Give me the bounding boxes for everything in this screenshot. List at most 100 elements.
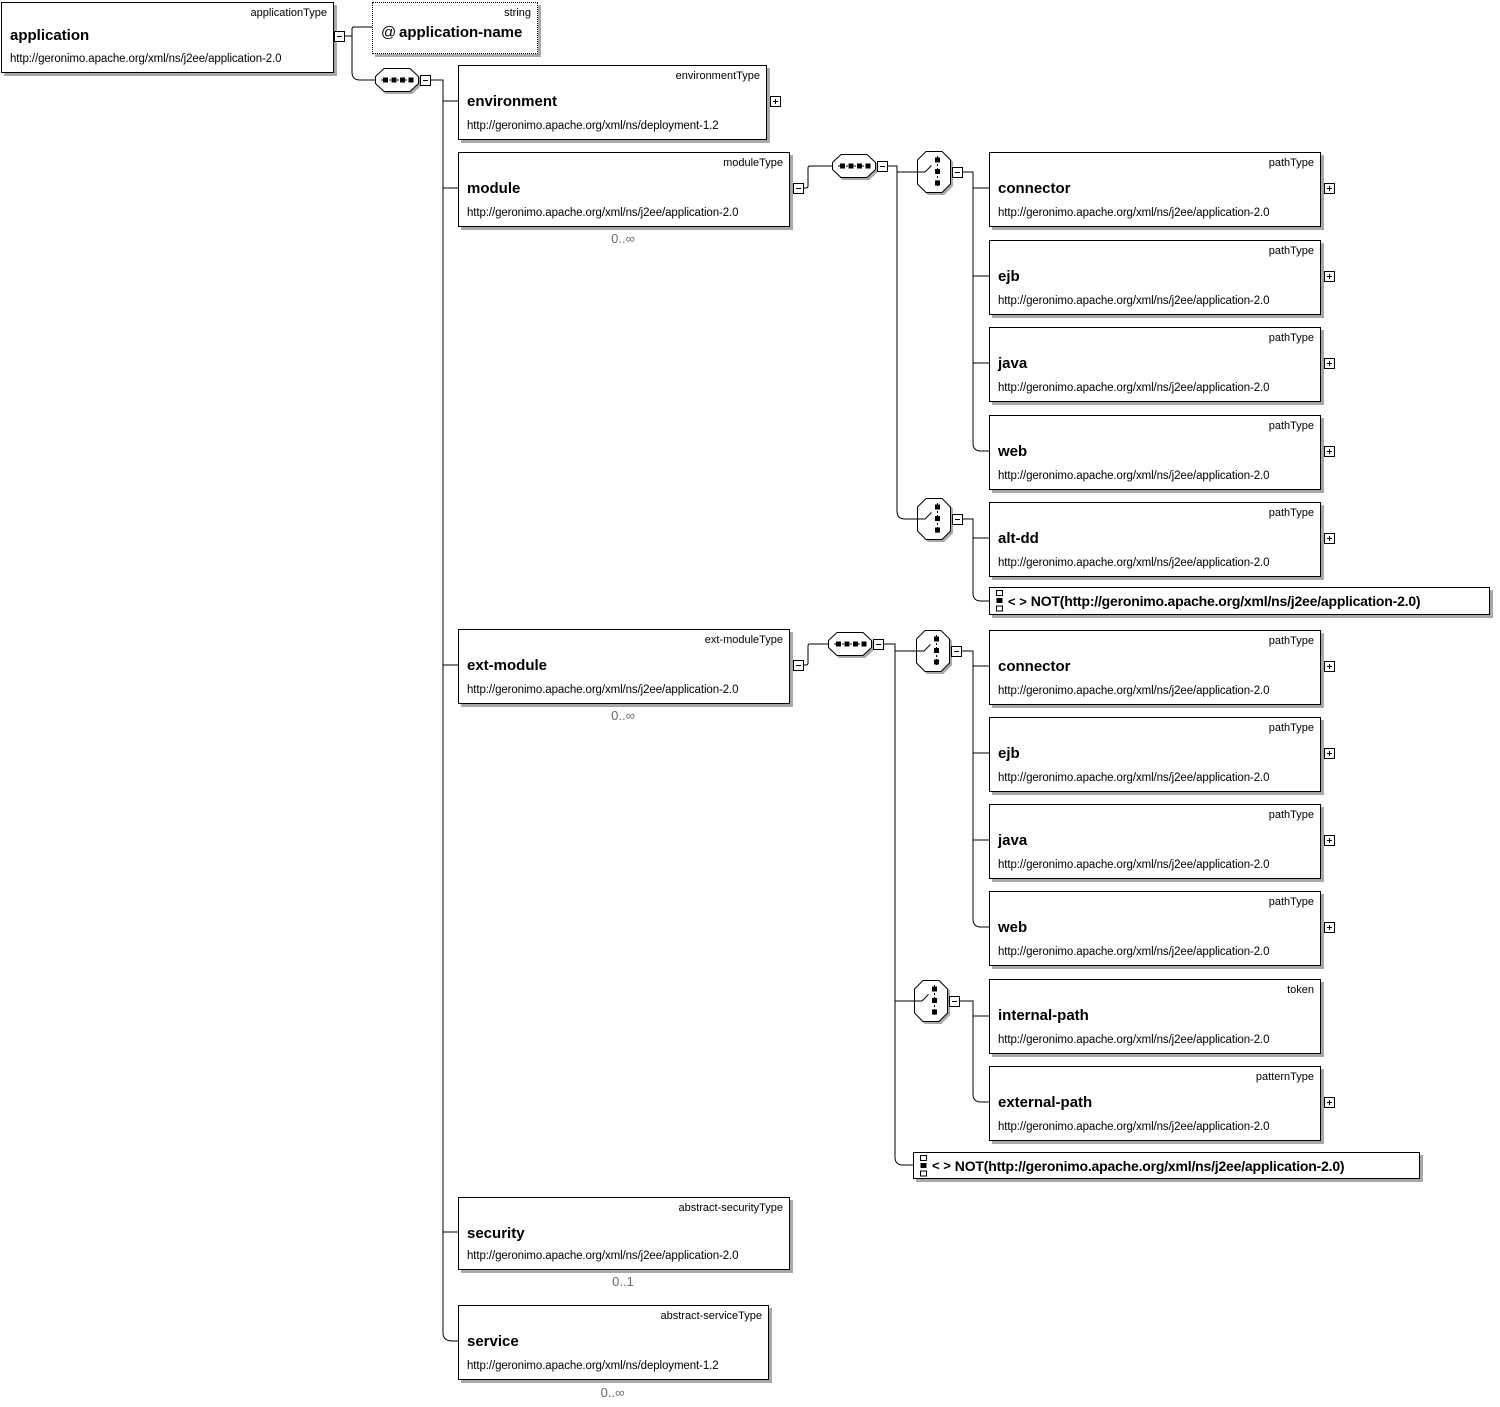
expand-handle[interactable] — [1324, 835, 1335, 846]
collapse-handle[interactable] — [334, 31, 345, 42]
element-module-java[interactable]: pathType java http://geronimo.apache.org… — [989, 327, 1321, 402]
choice-icon[interactable] — [917, 151, 951, 193]
type-label: abstract-serviceType — [660, 1310, 762, 1322]
collapse-handle[interactable] — [952, 167, 963, 178]
element-ext-ejb[interactable]: pathType ejb http://geronimo.apache.org/… — [989, 717, 1321, 792]
namespace-label: http://geronimo.apache.org/xml/ns/j2ee/a… — [998, 859, 1270, 871]
element-name: web — [998, 443, 1028, 460]
namespace-label: http://geronimo.apache.org/xml/ns/deploy… — [467, 1360, 719, 1372]
element-module[interactable]: moduleType module http://geronimo.apache… — [458, 152, 790, 227]
element-name: connector — [998, 658, 1071, 675]
expand-handle[interactable] — [1324, 661, 1335, 672]
namespace-label: http://geronimo.apache.org/xml/ns/deploy… — [467, 120, 719, 132]
type-label: pathType — [1268, 635, 1314, 647]
type-label: pathType — [1268, 420, 1314, 432]
type-label: pathType — [1268, 507, 1314, 519]
namespace-label: http://geronimo.apache.org/xml/ns/j2ee/a… — [998, 772, 1270, 784]
element-module-web[interactable]: pathType web http://geronimo.apache.org/… — [989, 415, 1321, 490]
element-service[interactable]: abstract-serviceType service http://gero… — [458, 1305, 769, 1380]
sequence-icon[interactable] — [828, 632, 872, 656]
attribute-application-name[interactable]: string @ application-name — [372, 2, 538, 54]
type-label: token — [1287, 984, 1314, 996]
element-name: java — [998, 832, 1028, 849]
type-label: pathType — [1268, 722, 1314, 734]
angle-brackets-icon: < > — [1008, 593, 1027, 609]
type-label: pathType — [1268, 245, 1314, 257]
element-internal-path[interactable]: token internal-path http://geronimo.apac… — [989, 979, 1321, 1054]
type-label: pathType — [1268, 896, 1314, 908]
wildcard-not-ext-module[interactable]: < > NOT(http://geronimo.apache.org/xml/n… — [913, 1152, 1420, 1179]
collapse-handle[interactable] — [793, 183, 804, 194]
namespace-label: http://geronimo.apache.org/xml/ns/j2ee/a… — [467, 207, 739, 219]
collapse-handle[interactable] — [949, 996, 960, 1007]
namespace-label: http://geronimo.apache.org/xml/ns/j2ee/a… — [10, 53, 282, 65]
choice-icon[interactable] — [917, 498, 951, 540]
occurrence-label: 0..∞ — [600, 1385, 625, 1400]
element-security[interactable]: abstract-securityType security http://ge… — [458, 1197, 790, 1270]
choice-icon[interactable] — [914, 980, 948, 1022]
namespace-label: http://geronimo.apache.org/xml/ns/j2ee/a… — [998, 685, 1270, 697]
element-name: security — [467, 1225, 525, 1242]
element-ext-module[interactable]: ext-moduleType ext-module http://geronim… — [458, 629, 790, 704]
expand-handle[interactable] — [1324, 1097, 1335, 1108]
element-name: ext-module — [467, 657, 548, 674]
type-label: pathType — [1268, 332, 1314, 344]
collapse-handle[interactable] — [793, 660, 804, 671]
sequence-icon[interactable] — [375, 68, 419, 92]
collapse-handle[interactable] — [951, 646, 962, 657]
element-ext-connector[interactable]: pathType connector http://geronimo.apach… — [989, 630, 1321, 705]
element-module-ejb[interactable]: pathType ejb http://geronimo.apache.org/… — [989, 240, 1321, 315]
expand-handle[interactable] — [1324, 271, 1335, 282]
namespace-label: http://geronimo.apache.org/xml/ns/j2ee/a… — [998, 295, 1270, 307]
namespace-label: http://geronimo.apache.org/xml/ns/j2ee/a… — [998, 1121, 1270, 1133]
type-label: patternType — [1255, 1071, 1314, 1083]
element-application[interactable]: applicationType application http://geron… — [1, 2, 334, 73]
expand-handle[interactable] — [770, 96, 781, 107]
element-name: alt-dd — [998, 530, 1039, 547]
namespace-label: http://geronimo.apache.org/xml/ns/j2ee/a… — [998, 557, 1270, 569]
element-ext-java[interactable]: pathType java http://geronimo.apache.org… — [989, 804, 1321, 879]
type-label: applicationType — [250, 7, 327, 19]
element-name: web — [998, 919, 1028, 936]
element-name: ejb — [998, 268, 1020, 285]
expand-handle[interactable] — [1324, 183, 1335, 194]
attribute-at-icon: @ — [381, 24, 397, 41]
expand-handle[interactable] — [1324, 533, 1335, 544]
collapse-handle[interactable] — [877, 161, 888, 172]
choice-icon[interactable] — [916, 630, 950, 672]
type-label: pathType — [1268, 157, 1314, 169]
element-alt-dd[interactable]: pathType alt-dd http://geronimo.apache.o… — [989, 502, 1321, 577]
namespace-label: http://geronimo.apache.org/xml/ns/j2ee/a… — [998, 382, 1270, 394]
occurrence-label: 0..∞ — [611, 231, 635, 246]
not-constraint-label: NOT(http://geronimo.apache.org/xml/ns/j2… — [954, 1157, 1345, 1174]
type-label: abstract-securityType — [678, 1202, 783, 1214]
type-label: environmentType — [675, 70, 760, 82]
element-module-connector[interactable]: pathType connector http://geronimo.apach… — [989, 152, 1321, 227]
namespace-label: http://geronimo.apache.org/xml/ns/j2ee/a… — [467, 684, 739, 696]
type-label: pathType — [1268, 809, 1314, 821]
collapse-handle[interactable] — [873, 639, 884, 650]
any-element-icon — [920, 1154, 927, 1176]
not-constraint-label: NOT(http://geronimo.apache.org/xml/ns/j2… — [1030, 593, 1421, 609]
occurrence-label: 0..∞ — [611, 708, 635, 723]
element-name: environment — [467, 93, 558, 110]
expand-handle[interactable] — [1324, 446, 1335, 457]
type-label: moduleType — [723, 157, 783, 169]
namespace-label: http://geronimo.apache.org/xml/ns/j2ee/a… — [998, 207, 1270, 219]
collapse-handle[interactable] — [420, 75, 431, 86]
collapse-handle[interactable] — [952, 514, 963, 525]
element-environment[interactable]: environmentType environment http://geron… — [458, 65, 767, 140]
type-label: string — [504, 7, 531, 19]
element-name: internal-path — [998, 1007, 1089, 1024]
expand-handle[interactable] — [1324, 748, 1335, 759]
type-label: ext-moduleType — [704, 634, 783, 646]
attribute-name: application-name — [399, 24, 523, 41]
wildcard-not-module[interactable]: < > NOT(http://geronimo.apache.org/xml/n… — [989, 587, 1490, 615]
element-name: connector — [998, 180, 1071, 197]
element-ext-web[interactable]: pathType web http://geronimo.apache.org/… — [989, 891, 1321, 966]
expand-handle[interactable] — [1324, 922, 1335, 933]
expand-handle[interactable] — [1324, 358, 1335, 369]
element-external-path[interactable]: patternType external-path http://geronim… — [989, 1066, 1321, 1141]
sequence-icon[interactable] — [832, 154, 876, 178]
namespace-label: http://geronimo.apache.org/xml/ns/j2ee/a… — [998, 470, 1270, 482]
